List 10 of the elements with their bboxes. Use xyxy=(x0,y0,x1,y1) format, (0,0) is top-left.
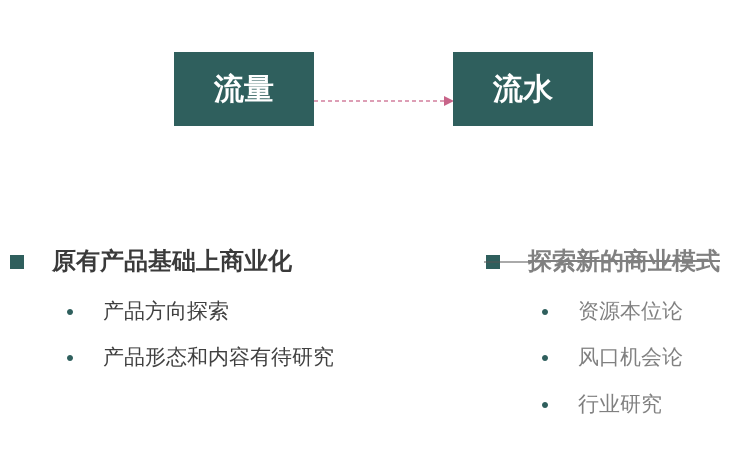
process-box: 流水 xyxy=(453,52,593,126)
heading: 原有产品基础上商业化 xyxy=(52,246,292,277)
bullet-item: 风口机会论 xyxy=(578,344,683,371)
heading: 探索新的商业模式 xyxy=(528,246,720,277)
process-box: 流量 xyxy=(174,52,314,126)
bullet-item: 产品方向探索 xyxy=(103,298,229,325)
bullet-item: 产品形态和内容有待研究 xyxy=(103,344,334,371)
bullet-item: 资源本位论 xyxy=(578,298,683,325)
bullet-item: 行业研究 xyxy=(578,391,662,418)
arrow xyxy=(314,96,454,106)
